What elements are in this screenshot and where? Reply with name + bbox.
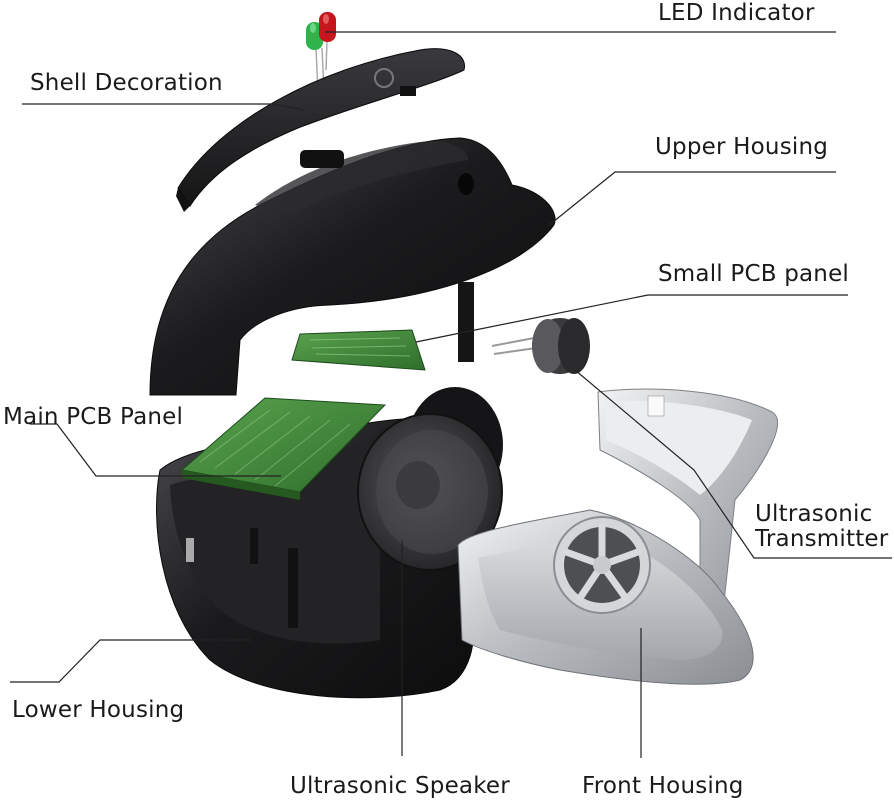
leader-upper-housing bbox=[547, 171, 836, 227]
label-lower-housing: Lower Housing bbox=[12, 697, 185, 723]
front-housing-part bbox=[457, 388, 778, 685]
label-upper-housing: Upper Housing bbox=[655, 134, 829, 160]
upper-housing-part bbox=[149, 137, 556, 396]
shell-decoration-part bbox=[176, 48, 466, 212]
ultrasonic-transmitter-part bbox=[491, 318, 590, 374]
leader-ultrasonic-transmitter bbox=[574, 369, 892, 559]
label-main-pcb-panel: Main PCB Panel bbox=[3, 404, 184, 430]
label-led-indicator: LED Indicator bbox=[658, 0, 815, 26]
leader-small-pcb bbox=[415, 294, 848, 343]
leader-lines bbox=[10, 31, 892, 758]
leader-main-pcb bbox=[30, 423, 281, 477]
fan-grille bbox=[553, 516, 651, 614]
label-small-pcb-panel: Small PCB panel bbox=[658, 261, 850, 287]
label-ultrasonic-transmitter: Ultrasonic Transmitter bbox=[755, 502, 888, 552]
label-ultrasonic-speaker: Ultrasonic Speaker bbox=[290, 773, 510, 799]
leader-lower-housing bbox=[10, 639, 252, 683]
label-ultrasonic-transmitter-line1: Ultrasonic bbox=[755, 501, 873, 527]
label-shell-decoration: Shell Decoration bbox=[30, 70, 223, 96]
label-front-housing: Front Housing bbox=[582, 773, 744, 799]
led-indicator-part bbox=[306, 12, 336, 93]
leader-shell-decoration bbox=[22, 103, 305, 111]
small-pcb-part bbox=[291, 329, 426, 371]
label-ultrasonic-transmitter-line2: Transmitter bbox=[755, 526, 889, 552]
main-pcb-part bbox=[180, 397, 387, 500]
ultrasonic-speaker-part bbox=[357, 413, 503, 571]
